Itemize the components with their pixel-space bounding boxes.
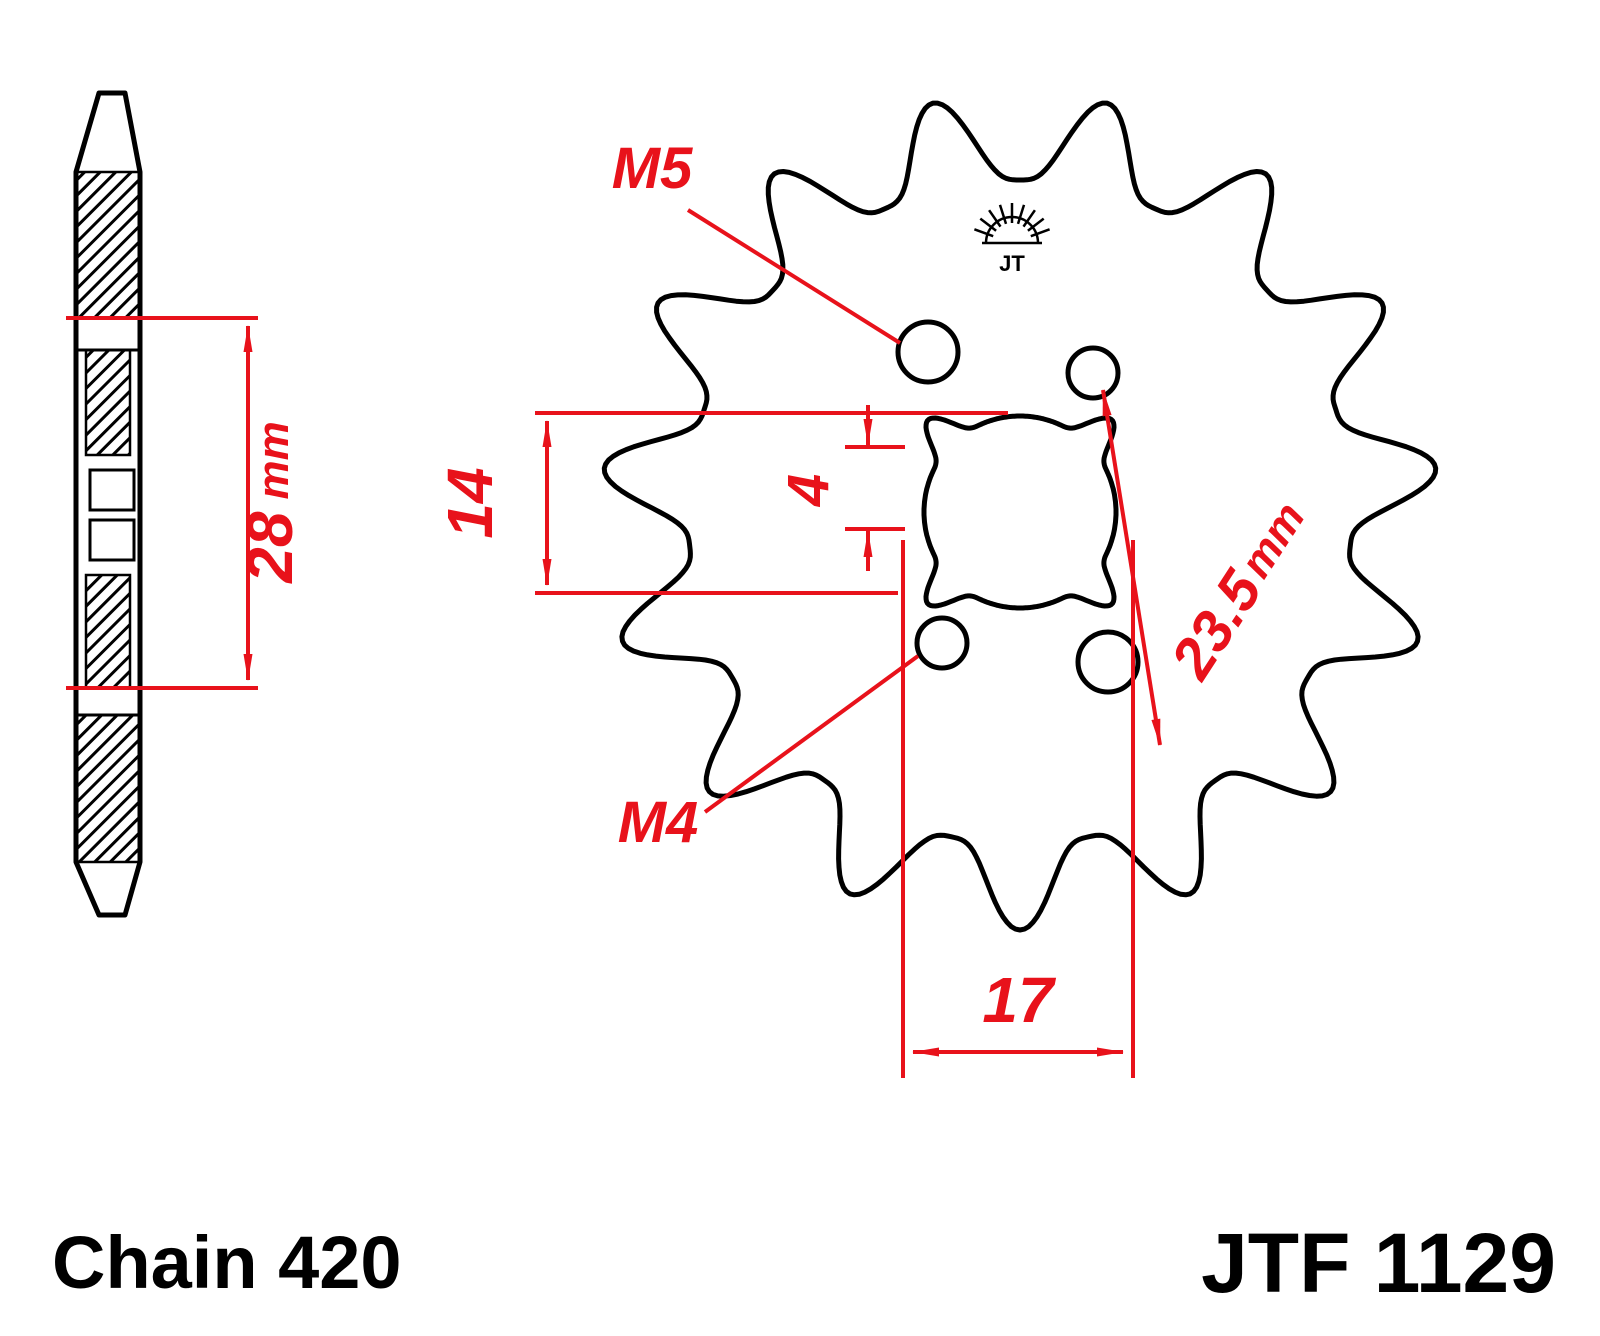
- bolt-hole-top-left-m5: [895, 319, 961, 385]
- front-view: JT: [601, 100, 1439, 933]
- jt-logo: JT: [973, 203, 1051, 276]
- jt-logo-ray: [988, 209, 1002, 228]
- bolt-hole-top-right: [1065, 345, 1121, 401]
- dimension-label-28mm: 28mm: [234, 421, 306, 583]
- bolt-hole-bottom-left-m4: [914, 615, 970, 671]
- dimension-14: 14: [434, 411, 1008, 595]
- jt-logo-ray: [979, 217, 997, 232]
- side-hatch-bottom: [74, 713, 142, 864]
- leader-line: [686, 208, 902, 345]
- side-view: [73, 90, 143, 918]
- jt-logo-ray: [973, 228, 994, 238]
- jt-logo-ray: [1027, 217, 1045, 232]
- jt-logo-ray: [1016, 204, 1026, 225]
- dimension-m5: M5: [612, 136, 902, 345]
- spline-bore-outline: [921, 413, 1119, 611]
- dimension-17: 17: [901, 540, 1135, 1078]
- dimension-4: 4: [776, 405, 905, 571]
- side-hatch-top: [74, 170, 142, 320]
- side-roller-block: [88, 468, 136, 512]
- dimension-m4: M4: [618, 654, 920, 855]
- footer: Chain 420 JTF 1129: [52, 1216, 1556, 1310]
- jt-logo-rays: [973, 203, 1051, 238]
- chain-size-label: Chain 420: [52, 1221, 402, 1304]
- side-hatch-upper-mid: [84, 348, 132, 457]
- jt-logo-sun-arc: [984, 215, 1040, 244]
- dimension-label-17: 17: [982, 964, 1057, 1036]
- side-roller-block: [88, 518, 136, 562]
- part-number-label: JTF 1129: [1201, 1216, 1556, 1310]
- side-hatch-lower-mid: [84, 573, 132, 690]
- dimension-label-4: 4: [776, 474, 841, 507]
- dimension-label-14: 14: [434, 467, 506, 538]
- leader-line: [703, 654, 920, 814]
- dimension-28mm: 28mm: [66, 316, 306, 690]
- dimension-label-m5: M5: [612, 136, 693, 201]
- jt-logo-ray: [1030, 228, 1051, 238]
- bolt-hole-bottom-right: [1075, 629, 1141, 695]
- jt-logo-text: JT: [999, 251, 1025, 276]
- dimension-label-m4: M4: [618, 790, 699, 855]
- jt-logo-ray: [998, 204, 1008, 225]
- jt-logo-ray: [1022, 209, 1036, 228]
